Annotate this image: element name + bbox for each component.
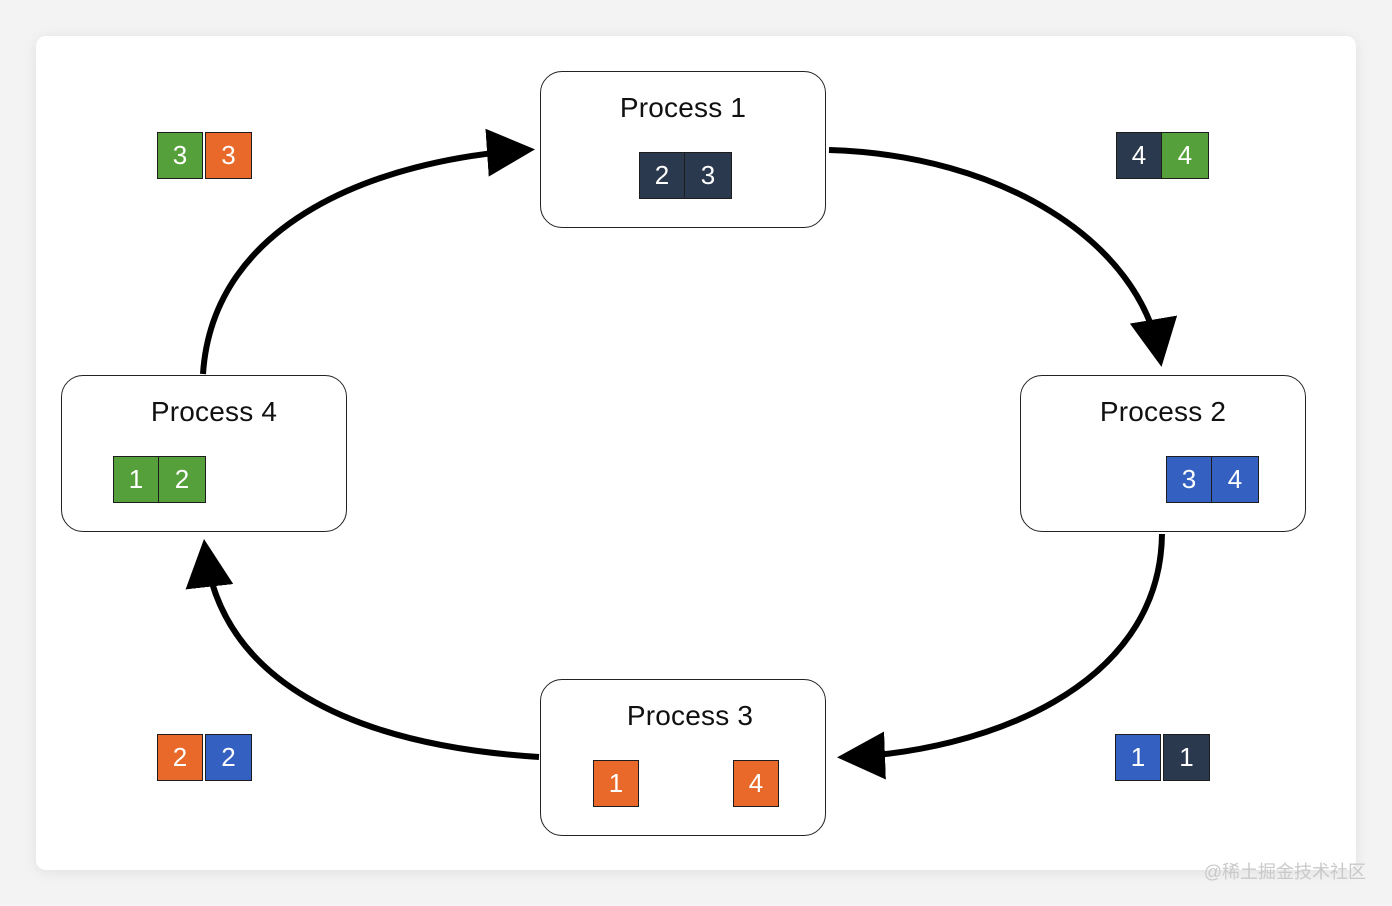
process-3-chunk-right: 4 (733, 760, 779, 807)
transfer-bottom-left: 2 2 (157, 734, 252, 781)
arrow-p1-to-p2 (828, 147, 1178, 367)
transfer-cell: 1 (1163, 734, 1210, 781)
transfer-cell: 2 (205, 734, 252, 781)
chunk-cell: 4 (733, 760, 779, 807)
process-2-chunks: 3 4 (1166, 456, 1259, 503)
process-4-chunks: 1 2 (113, 456, 206, 503)
process-1-node: Process 1 2 3 (540, 71, 826, 228)
transfer-cell: 3 (157, 132, 203, 179)
watermark-text: @稀土掘金技术社区 (1203, 862, 1366, 882)
process-3-chunk-left: 1 (593, 760, 639, 807)
chunk-cell: 1 (113, 456, 159, 503)
arrow-p2-to-p3 (837, 533, 1165, 780)
chunk-cell: 3 (1166, 456, 1212, 503)
process-1-chunks: 2 3 (639, 152, 732, 199)
process-1-title: Process 1 (619, 92, 747, 123)
chunk-cell: 1 (593, 760, 639, 807)
transfer-cell: 2 (157, 734, 203, 781)
process-2-title: Process 2 (1099, 396, 1227, 427)
process-4-title: Process 4 (150, 396, 278, 427)
transfer-cell: 3 (205, 132, 252, 179)
transfer-top-right: 4 4 (1116, 132, 1209, 179)
transfer-cell: 1 (1115, 734, 1161, 781)
transfer-cell: 4 (1116, 132, 1162, 179)
process-2-node: Process 2 3 4 (1020, 375, 1306, 532)
process-3-title: Process 3 (626, 700, 754, 731)
chunk-cell: 3 (685, 152, 732, 199)
process-3-node: Process 3 1 4 (540, 679, 826, 836)
chunk-cell: 4 (1212, 456, 1259, 503)
transfer-bottom-right: 1 1 (1115, 734, 1210, 781)
transfer-top-left: 3 3 (157, 132, 252, 179)
process-4-node: Process 4 1 2 (61, 375, 347, 532)
arrow-p3-to-p4 (185, 539, 540, 760)
arrow-p4-to-p1 (200, 128, 535, 375)
transfer-cell: 4 (1162, 132, 1209, 179)
chunk-cell: 2 (639, 152, 685, 199)
chunk-cell: 2 (159, 456, 206, 503)
